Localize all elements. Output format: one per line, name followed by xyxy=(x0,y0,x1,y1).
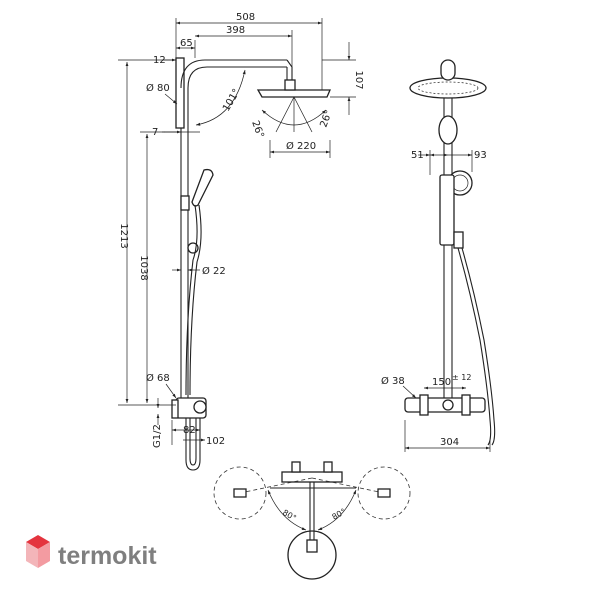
head-top-joint xyxy=(440,59,456,81)
angle-80-right-arc xyxy=(317,489,357,531)
hand-shower-handle xyxy=(439,174,455,246)
angle-80-left-arc xyxy=(267,489,307,531)
connector-left xyxy=(419,394,429,416)
wall-connector xyxy=(171,399,179,419)
dim-38-label: Ø 38 xyxy=(381,375,405,387)
angle-101-arc xyxy=(195,69,246,126)
mixer-top xyxy=(281,471,343,483)
dim-101-label: 101° xyxy=(221,87,243,113)
front-hose-outer xyxy=(457,247,492,446)
angle-80-right-label: 80° xyxy=(331,507,348,522)
arm-head-joint xyxy=(306,539,318,553)
spray-angle-right xyxy=(293,96,313,133)
termokit-logo: termokit xyxy=(26,535,157,570)
hand-shower-holder xyxy=(180,195,190,211)
rotated-head-right xyxy=(377,488,391,498)
dim-7-label: 7 xyxy=(152,127,158,138)
head-joint xyxy=(284,79,296,91)
front-view: 51 93 Ø 38 150 ± 12 304 xyxy=(381,59,496,452)
dim-12-label: 12 xyxy=(153,55,166,66)
dim-22-label: Ø 22 xyxy=(202,265,226,277)
side-view: Ø 22 xyxy=(171,57,331,471)
rotation-right-circle xyxy=(357,466,411,520)
spray-arc xyxy=(261,109,327,126)
hose-loop-inner xyxy=(189,418,197,466)
logo-cube-right xyxy=(38,542,50,568)
dim-1038-label: 1038 xyxy=(138,255,149,280)
thermostat-center xyxy=(442,399,454,411)
nozzle-ring xyxy=(417,81,479,95)
dim-102-label: 102 xyxy=(206,436,225,447)
dim-80-label: Ø 80 xyxy=(146,82,170,94)
rotation-left-circle xyxy=(213,466,267,520)
dim-150-tolerance: ± 12 xyxy=(452,373,471,382)
hose-loop-outer xyxy=(185,418,201,471)
rotated-head-left xyxy=(233,488,247,498)
dim-508-label: 508 xyxy=(236,12,255,23)
dim-304-label: 304 xyxy=(440,437,459,448)
brand-name: termokit xyxy=(58,542,157,570)
dim-68-leader xyxy=(165,383,177,399)
connector-top-left xyxy=(291,461,301,473)
connector-right xyxy=(461,394,471,416)
shower-head-side xyxy=(256,89,331,98)
dim-150-label: 150 xyxy=(432,377,451,388)
rotation-arm-left xyxy=(239,477,313,494)
dim-80-leader xyxy=(164,93,178,105)
dim-g12-label: G1/2 xyxy=(152,424,163,448)
shower-arm-bottom-edge xyxy=(187,66,287,89)
head-top-circle xyxy=(287,530,337,580)
spray-angle-left xyxy=(275,96,295,133)
shower-arm-top-edge xyxy=(180,59,287,89)
dim-51-label: 51 xyxy=(411,150,424,161)
dim-38-leader xyxy=(402,385,417,399)
top-dimensions: 508 398 65 12 xyxy=(153,12,323,90)
dim-1213-label: 1213 xyxy=(118,223,129,248)
dim-107-label: 107 xyxy=(353,70,364,89)
front-wall-bracket xyxy=(438,115,458,145)
height-dimensions: 1213 1038 xyxy=(118,59,176,406)
wall-bracket-top xyxy=(175,57,185,129)
dim-82-label: 82 xyxy=(183,425,196,436)
dim-26a-label: 26° xyxy=(249,119,265,139)
front-hose-inner xyxy=(461,247,496,446)
slider-holder-front xyxy=(453,231,464,249)
dim-107: 107 xyxy=(322,42,364,115)
shower-head-front xyxy=(409,77,487,99)
dim-220-label: Ø 220 xyxy=(286,140,316,152)
connector-top-right xyxy=(323,461,333,473)
rotation-arm-right xyxy=(311,477,385,494)
dim-398-label: 398 xyxy=(226,25,245,36)
dim-68-label: Ø 68 xyxy=(146,372,170,384)
top-view: 80° 80° xyxy=(213,461,411,580)
dim-93-label: 93 xyxy=(474,150,487,161)
hand-shower xyxy=(191,168,214,207)
logo-cube-left xyxy=(26,542,38,568)
hose-inner xyxy=(189,204,202,396)
dim-65-label: 65 xyxy=(180,38,193,49)
dim-26b-label: 26° xyxy=(318,109,334,129)
thermostat-knob xyxy=(193,400,207,414)
arm-elbow xyxy=(286,59,293,80)
